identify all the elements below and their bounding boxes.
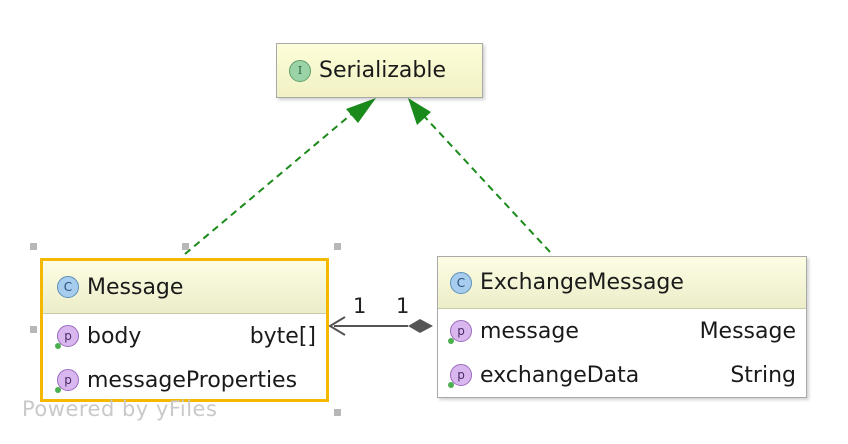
message-title: Message — [87, 274, 184, 300]
interface-icon: I — [289, 59, 311, 82]
multiplicity-right: 1 — [396, 294, 410, 318]
field-name: messageProperties — [87, 367, 298, 393]
message-class-node[interactable]: C Message p body byte[] p messagePropert… — [40, 258, 329, 402]
exchange-header: C ExchangeMessage — [438, 257, 806, 309]
multiplicity-left: 1 — [353, 294, 367, 318]
serializable-header: I Serializable — [277, 44, 482, 97]
property-icon: p — [448, 320, 472, 344]
property-icon: p — [448, 364, 472, 388]
composition-diamond — [408, 319, 433, 333]
realization-edge-exchange[interactable] — [422, 114, 551, 253]
field-name: message — [480, 318, 579, 344]
class-icon: C — [450, 271, 472, 294]
selection-handle-top-right[interactable] — [334, 243, 341, 250]
serializable-title: Serializable — [319, 58, 447, 83]
field-type: Message — [699, 318, 796, 344]
field-type: String — [730, 362, 796, 388]
field-type: byte[] — [249, 323, 316, 349]
property-icon: p — [55, 325, 79, 349]
field-row-body[interactable]: p body byte[] — [43, 314, 326, 358]
class-icon: C — [57, 276, 79, 298]
exchange-message-class-node[interactable]: C ExchangeMessage p message Message p ex… — [437, 256, 807, 398]
realization-arrowhead-exchange — [408, 98, 431, 125]
message-header: C Message — [43, 261, 326, 314]
field-row-exchangeData[interactable]: p exchangeData String — [438, 353, 806, 397]
composition-open-arrow — [328, 316, 346, 336]
exchange-title: ExchangeMessage — [480, 270, 684, 295]
field-row-messageProperties[interactable]: p messageProperties — [43, 358, 326, 402]
field-name: body — [87, 323, 142, 349]
selection-handle-mid-left[interactable] — [30, 326, 37, 333]
selection-handle-top-left[interactable] — [30, 243, 37, 250]
realization-edge-message[interactable] — [184, 111, 355, 255]
selection-handle-top-mid[interactable] — [182, 243, 189, 250]
selection-handle-bottom-right[interactable] — [334, 409, 341, 416]
yfiles-watermark: Powered by yFiles — [22, 397, 218, 421]
field-name: exchangeData — [480, 362, 640, 388]
property-icon: p — [55, 369, 79, 393]
realization-arrowhead-message — [346, 98, 376, 123]
field-row-message[interactable]: p message Message — [438, 309, 806, 353]
serializable-interface-node[interactable]: I Serializable — [276, 43, 483, 98]
